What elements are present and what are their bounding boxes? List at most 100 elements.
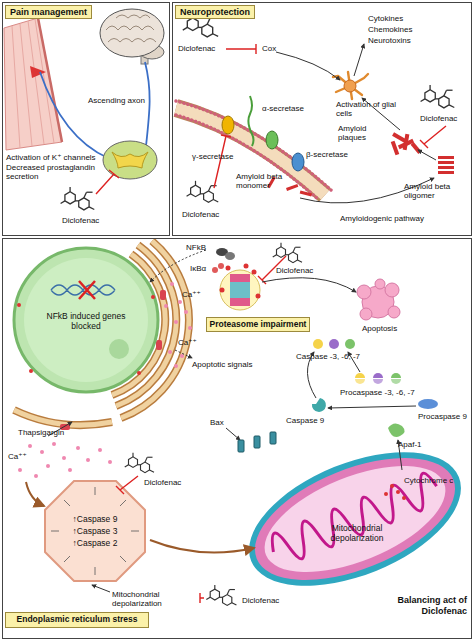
calcium-ions [108,460,112,464]
amyloid [438,171,454,174]
text-label: Neurotoxins [368,36,428,45]
text-label: Decreased prostaglandin secretion [6,163,111,181]
text-label: Ca⁺⁺ [182,290,212,299]
apoptotic-cell [357,285,371,299]
caspase-octagon [51,487,139,575]
endoplasmic-reticulum [14,410,112,425]
secretase [222,116,234,134]
calcium-ions [40,450,44,454]
nucleus-shape [79,281,95,299]
caspase [312,398,326,412]
arrow [48,44,436,592]
inhibition-line [420,126,446,148]
calcium-ions [76,446,80,450]
text-label: Amyloid plaques [338,124,394,142]
mitochondrion-shape [239,439,471,599]
text-label: Ca⁺⁺ [8,452,38,461]
caspase [391,373,401,378]
arrow [328,406,416,408]
cell-membrane [176,115,319,200]
text-label: Diclofenac [178,44,224,53]
calcium-ions [98,448,102,452]
calcium-flow [26,482,254,553]
text-label: Mitochondrial depolarization [112,590,194,608]
inhibition-line [96,44,446,603]
arrow [226,428,240,440]
caspase [329,339,339,349]
diclofenac-molecule [421,85,455,108]
endoplasmic-reticulum [14,410,112,425]
brain [106,15,156,42]
node-text: Mitochondrial depolarization [311,523,403,543]
skin-tissue [12,19,54,148]
nucleus-shape [137,371,141,375]
inhibition-line [116,476,138,494]
calcium-ions [174,320,178,324]
proteasome [226,266,231,271]
calcium-flow [150,540,254,553]
skin-tissue [4,18,62,150]
text-label: Cytokines [368,14,428,23]
calcium-ions [174,364,178,368]
caspase-octagon [45,481,145,581]
text-label: Cox [262,44,292,53]
label-box: Proteasome impairment [206,317,310,332]
text-label: Cytochrome c [404,476,464,485]
nucleus-shape [24,258,148,382]
text-label: Ca⁺⁺ [178,338,208,347]
calcium-ions [68,468,72,472]
text-label: Activation of glial cells [336,100,398,118]
text-label: Ascending axon [88,96,158,105]
bax-channel [270,432,276,444]
amyloid [403,134,410,150]
proteasome [230,274,250,282]
mitochondrion-shape [239,439,471,599]
node-text: ↑Caspase 3 [73,525,118,537]
panel-title: Neuroprotection [175,5,255,19]
cytochrome-c [384,492,388,496]
arrow [262,278,356,292]
secretase [292,153,304,171]
text-label: Amyloidogenic pathway [340,214,440,223]
caspase [418,399,438,409]
text-label: Diclofenac [62,216,112,225]
amyloid [391,141,400,156]
cytochrome-c [402,496,406,500]
panel-title: Pain management [5,5,92,19]
text-label: Diclofenac [182,210,232,219]
text-label: Thapsigargin [18,428,78,437]
glial-cell [333,72,368,99]
amyloid [286,184,298,191]
caspase-octagon [51,487,139,575]
text-label: Amyloid beta oligomer [404,182,468,200]
apoptotic-cell [388,306,400,318]
nucleus-shape [14,248,158,392]
calcium-ions [178,300,182,304]
proteasome [230,282,250,290]
glial-cell [333,72,368,99]
inhibition-line [226,44,256,54]
text-label: Procaspase 9 [418,412,473,421]
secretase [266,131,278,149]
text-label: Activation of K⁺ channels [6,153,126,162]
nucleus: NFkB induced genes blocked [11,245,161,395]
caspase [373,373,383,378]
text-label: Apaf-1 [398,440,438,449]
amyloid [300,190,312,196]
text-label: β-secretase [306,150,361,159]
arrow [276,52,340,80]
skin-tissue [38,18,62,142]
arrow [175,350,192,358]
text-label: NFkB [186,243,216,252]
apoptotic-cell [360,308,372,320]
ca-channel [156,340,162,350]
proteasome [230,290,250,298]
secretase [222,116,304,171]
inhibition-line [214,135,231,188]
diclofenac-molecule [125,453,154,473]
amyloid [411,142,422,154]
bax-channel [238,440,244,452]
brain [100,9,164,57]
amyloid [438,161,454,164]
